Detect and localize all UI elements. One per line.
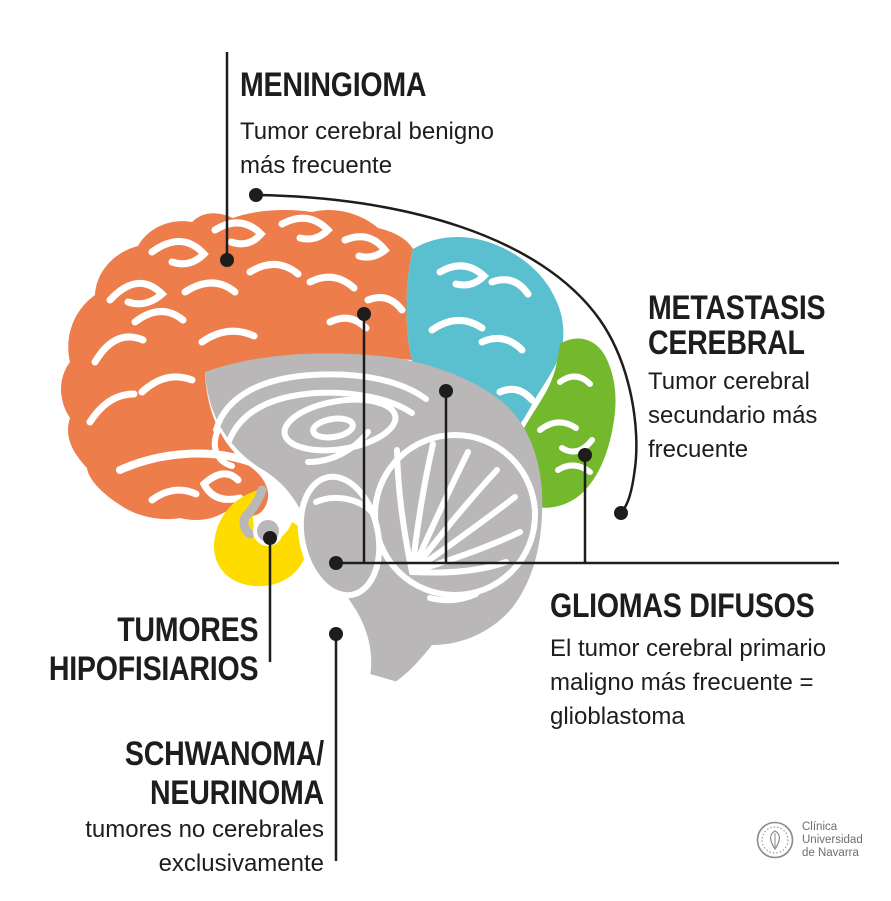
label-hipofisiarios: TUMORES HIPOFISIARIOS <box>9 593 259 689</box>
meningioma-dot <box>220 253 234 267</box>
pons-inner-line <box>313 494 375 515</box>
schwanoma-description: tumores no cerebrales exclusivamente <box>85 816 324 877</box>
metastasis-description: Tumor cerebral secundario más frecuente <box>648 368 818 463</box>
gliomas-title: GLIOMAS DIFUSOS <box>550 587 815 625</box>
gliomas-dot-green <box>578 448 592 462</box>
hipofisiarios-title: TUMORES HIPOFISIARIOS <box>48 611 259 688</box>
logo-text: Clínica Universidad de Navarra <box>802 820 863 859</box>
metastasis-title: METASTASIS CEREBRAL <box>648 289 826 362</box>
schwanoma-dot <box>329 627 343 641</box>
label-meningioma: MENINGIOMA Tumor cerebral benigno más fr… <box>240 50 494 201</box>
clinica-universidad-navarra-logo: Clínica Universidad de Navarra <box>755 820 863 860</box>
metastasis-arc-line <box>255 193 638 514</box>
schwanoma-title: SCHWANOMA/ NEURINOMA <box>125 735 324 812</box>
anchor-dots <box>220 188 628 641</box>
metastasis-dot-end <box>614 506 628 520</box>
green-gyri-lines <box>537 373 595 475</box>
orange-gyri-lines <box>86 214 406 504</box>
meningioma-description: Tumor cerebral benigno más frecuente <box>240 118 494 179</box>
thalamus-ring-inner <box>310 415 356 441</box>
gliomas-dot-orange <box>357 307 371 321</box>
pituitary-stalk <box>239 485 267 539</box>
label-gliomas: GLIOMAS DIFUSOS El tumor cerebral primar… <box>550 571 865 752</box>
label-metastasis: METASTASIS CEREBRAL Tumor cerebral secun… <box>648 273 859 485</box>
gliomas-description: El tumor cerebral primario maligno más f… <box>550 635 827 730</box>
university-seal-icon <box>756 821 794 859</box>
cerebellum-folia-lines <box>394 441 523 604</box>
gliomas-dot-pons <box>329 556 343 570</box>
meningioma-title: MENINGIOMA <box>240 66 427 104</box>
thalamus-ring-outer <box>281 396 399 454</box>
metastasis-dot-start <box>249 188 263 202</box>
gliomas-dot-blue <box>439 384 453 398</box>
medulla-tip-line <box>365 673 399 687</box>
label-schwanoma: SCHWANOMA/ NEURINOMA tumores no cerebral… <box>85 717 324 899</box>
hipofisiarios-dot <box>263 531 277 545</box>
frontal-temporal-lobe-orange <box>61 209 413 521</box>
leader-lines <box>225 52 839 861</box>
